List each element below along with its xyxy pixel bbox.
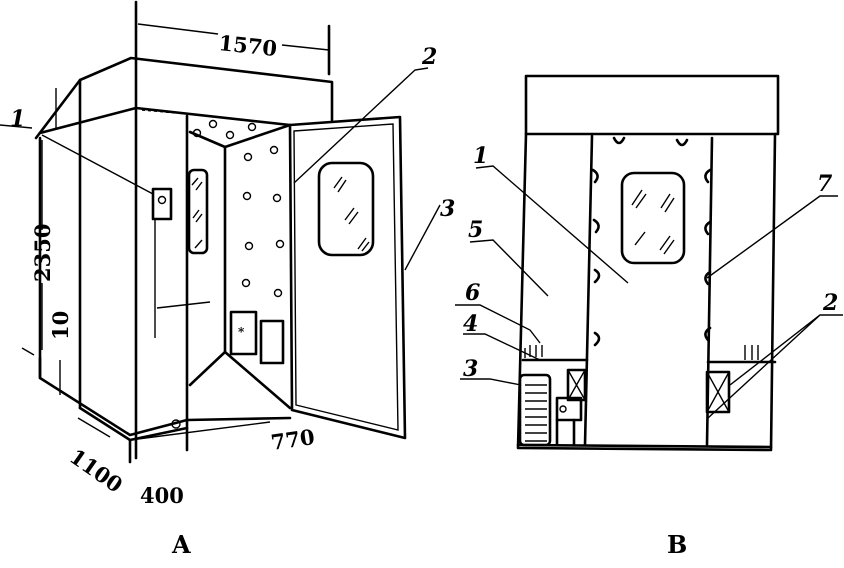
callout-a-3: 3	[440, 196, 455, 222]
callout-a-1: 1	[10, 106, 25, 132]
svg-text:*: *	[238, 325, 245, 339]
figure-a-labels: 1570 2350 10 1100 400 770 1 2 3 A	[10, 30, 455, 559]
caption-a: A	[171, 530, 191, 559]
dim-width: 1570	[217, 30, 278, 61]
callout-a-2: 2	[421, 44, 437, 70]
callout-b-7: 7	[817, 171, 833, 197]
nozzle-dots	[171, 119, 285, 429]
dim-height: 2350	[30, 224, 55, 282]
figure-a-drawing: *	[0, 0, 441, 464]
callout-b-2: 2	[822, 290, 838, 316]
figure-b-drawing	[455, 74, 843, 452]
dim-depth: 1100	[65, 444, 127, 498]
callout-b-3: 3	[463, 356, 478, 382]
nozzles	[591, 136, 712, 347]
callout-b-6: 6	[465, 280, 480, 306]
figure-b-labels: 1 5 6 4 3 7 2 B	[463, 143, 838, 559]
callout-b-1: 1	[473, 143, 488, 169]
callout-b-5: 5	[468, 217, 483, 243]
callout-b-4: 4	[463, 311, 478, 337]
caption-b: B	[667, 530, 687, 559]
dim-base: 10	[48, 311, 73, 340]
dim-front: 400	[140, 483, 184, 508]
dim-opening: 770	[269, 424, 316, 455]
